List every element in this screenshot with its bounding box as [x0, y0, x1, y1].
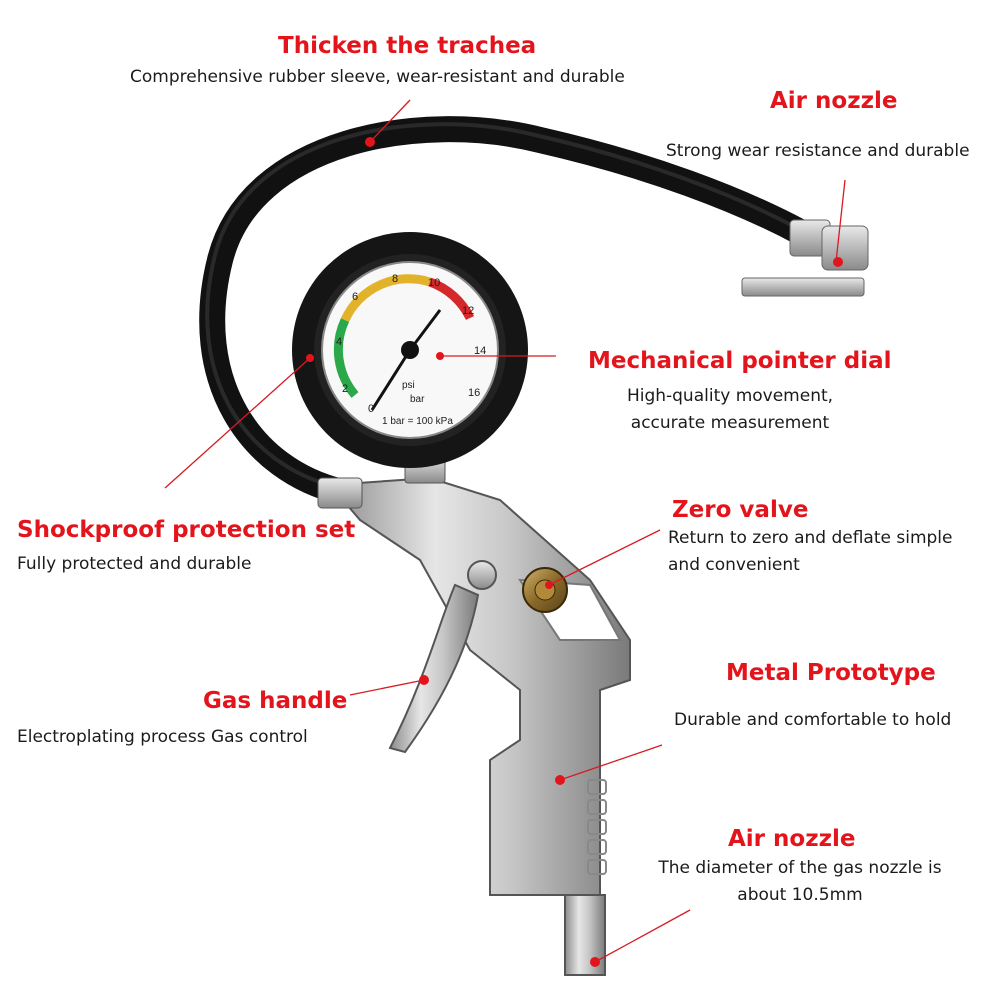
callout-metal-title: Metal Prototype — [726, 660, 936, 686]
gauge-tick-6: 6 — [352, 291, 358, 303]
callout-zero-valve-title: Zero valve — [672, 497, 809, 523]
gun-body — [327, 476, 631, 976]
pressure-gauge — [292, 232, 528, 468]
gauge-tick-16: 16 — [468, 387, 480, 399]
callout-gas-handle-desc: Electroplating process Gas control — [17, 727, 308, 747]
zero-valve-knob — [522, 567, 568, 613]
callout-trachea-title: Thicken the trachea — [278, 33, 537, 59]
gauge-unit-psi: psi — [402, 380, 415, 391]
leader-shockproof — [164, 357, 311, 489]
leader-gas-handle — [349, 679, 425, 696]
gauge-tick-8: 8 — [392, 273, 398, 285]
gauge-tick-4: 4 — [336, 336, 342, 348]
callout-air-nozzle-top-title: Air nozzle — [770, 88, 898, 114]
gauge-footer: 1 bar = 100 kPa — [382, 416, 453, 427]
callout-dial-desc-2: accurate measurement — [630, 413, 830, 433]
callout-air-nozzle-bottom-desc-1: The diameter of the gas nozzle is — [658, 858, 942, 878]
air-chuck — [741, 219, 869, 297]
gauge-tick-14: 14 — [474, 345, 486, 357]
callout-dial-title: Mechanical pointer dial — [588, 348, 892, 374]
gas-handle-trigger — [388, 583, 480, 754]
callout-zero-valve-desc-2: and convenient — [668, 555, 800, 575]
callout-shockproof-title: Shockproof protection set — [17, 517, 356, 543]
callout-gas-handle-title: Gas handle — [203, 688, 348, 714]
leader-air-nozzle-bottom — [594, 909, 691, 963]
gauge-tick-12: 12 — [462, 305, 474, 317]
gauge-tick-0: 0 — [368, 403, 374, 415]
callout-air-nozzle-top-desc: Strong wear resistance and durable — [666, 141, 970, 161]
callout-dial-desc-1: High-quality movement, — [626, 386, 834, 406]
callout-air-nozzle-bottom-title: Air nozzle — [728, 826, 856, 852]
callout-shockproof-desc: Fully protected and durable — [17, 554, 252, 574]
callout-air-nozzle-bottom-desc-2: about 10.5mm — [737, 885, 863, 905]
gauge-tick-2: 2 — [342, 383, 348, 395]
leader-trachea — [369, 99, 411, 143]
gauge-tick-10: 10 — [428, 277, 440, 289]
callout-metal-desc: Durable and comfortable to hold — [674, 710, 952, 730]
callout-zero-valve-desc-1: Return to zero and deflate simple — [668, 528, 953, 548]
leader-zero-valve — [548, 529, 661, 586]
leader-air-nozzle-top — [835, 179, 846, 263]
callout-trachea-desc: Comprehensive rubber sleeve, wear-resist… — [130, 67, 625, 87]
leader-metal — [559, 744, 663, 781]
gauge-unit-bar: bar — [410, 394, 425, 405]
